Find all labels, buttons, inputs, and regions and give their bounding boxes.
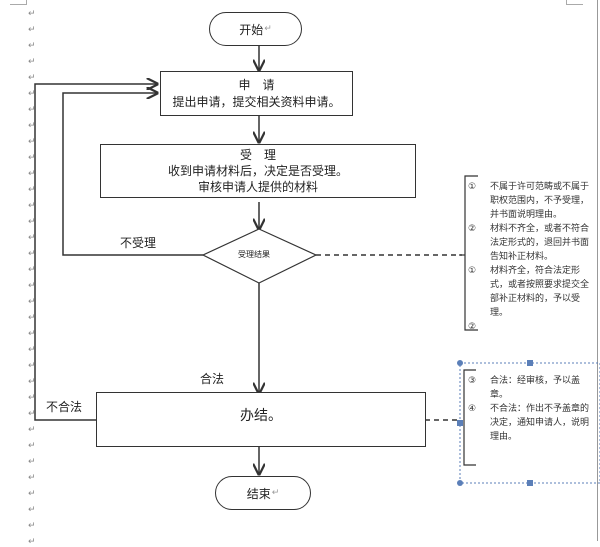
paragraph-mark: ↵ (28, 345, 36, 355)
finish-box[interactable]: 办结。 (96, 392, 426, 447)
note-item: ② (468, 322, 477, 332)
end-terminal[interactable]: 结束↵ (215, 476, 311, 510)
accept-desc1: 收到申请材料后，决定是否受理。 (167, 164, 348, 178)
paragraph-mark: ↵ (28, 105, 36, 115)
apply-title: 申 请 (238, 78, 275, 92)
paragraph-mark: ↵ (28, 489, 36, 499)
paragraph-mark: ↵ (28, 521, 36, 531)
paragraph-mark: ↵ (28, 297, 36, 307)
paragraph-mark: ↵ (28, 313, 36, 323)
apply-box[interactable]: 申 请 提出申请，提交相关资料申请。 (160, 71, 353, 116)
paragraph-mark: ↵ (28, 153, 36, 163)
legal-label: 合法 (200, 372, 225, 386)
paragraph-mark: ↵ (28, 425, 36, 435)
paragraph-mark: ↵ (28, 393, 36, 403)
paragraph-mark: ↵ (28, 89, 36, 99)
resize-handle-bottom-middle[interactable] (527, 480, 533, 486)
paragraph-mark: ↵ (28, 473, 36, 483)
paragraph-mark: ↵ (28, 361, 36, 371)
apply-desc: 提出申请，提交相关资料申请。 (172, 95, 341, 109)
page-corner-top-left (10, 0, 27, 5)
paragraph-mark: ↵ (28, 329, 36, 339)
paragraph-mark: ↵ (28, 233, 36, 243)
paragraph-mark: ↵ (28, 377, 36, 387)
paragraph-mark: ↵ (28, 281, 36, 291)
paragraph-mark: ↵ (28, 505, 36, 515)
end-label: 结束 (246, 486, 271, 501)
paragraph-mark: ↵ (28, 265, 36, 275)
paragraph-mark: ↵ (28, 441, 36, 451)
accept-title: 受 理 (239, 148, 276, 162)
paragraph-mark: ↵ (28, 249, 36, 259)
loop-not-accepted (62, 93, 203, 256)
paragraph-mark: ↵ (28, 201, 36, 211)
decision-label: 受理结果 (238, 250, 270, 259)
paragraph-mark: ↵ (28, 457, 36, 467)
paragraph-mark: ↵ (28, 185, 36, 195)
paragraph-mark: ↵ (28, 121, 36, 131)
decision-diamond (201, 228, 318, 284)
illegal-label: 不合法 (46, 400, 83, 414)
not-accepted-label: 不受理 (120, 236, 157, 250)
bracket-finish-notes (463, 369, 476, 466)
paragraph-mark: ↵ (28, 25, 36, 35)
loop-illegal (34, 84, 157, 421)
accept-desc2: 审核申请人提供的材料 (197, 180, 318, 194)
paragraph-mark: ↵ (28, 217, 36, 227)
paragraph-mark: ↵ (28, 169, 36, 179)
paragraph-mark: ↵ (28, 9, 36, 19)
paragraph-mark: ↵ (28, 73, 36, 83)
paragraph-mark: ↵ (28, 57, 36, 67)
start-label: 开始 (239, 22, 264, 37)
page-right-edge (597, 0, 598, 541)
paragraph-mark: ↵ (28, 41, 36, 51)
resize-handle-top-middle[interactable] (527, 360, 533, 366)
accept-box[interactable]: 受 理 收到申请材料后，决定是否受理。 审核申请人提供的材料 (100, 144, 416, 198)
paragraph-mark: ↵ (28, 137, 36, 147)
resize-handle-top-left[interactable] (457, 360, 463, 366)
bracket-accept-notes (464, 175, 478, 331)
page-corner-top-right (566, 0, 583, 5)
resize-handle-middle-left[interactable] (457, 420, 463, 426)
start-terminal[interactable]: 开始↵ (209, 12, 302, 46)
finish-label: 办结。 (240, 408, 282, 424)
paragraph-mark: ↵ (28, 409, 36, 419)
resize-handle-bottom-left[interactable] (457, 480, 463, 486)
